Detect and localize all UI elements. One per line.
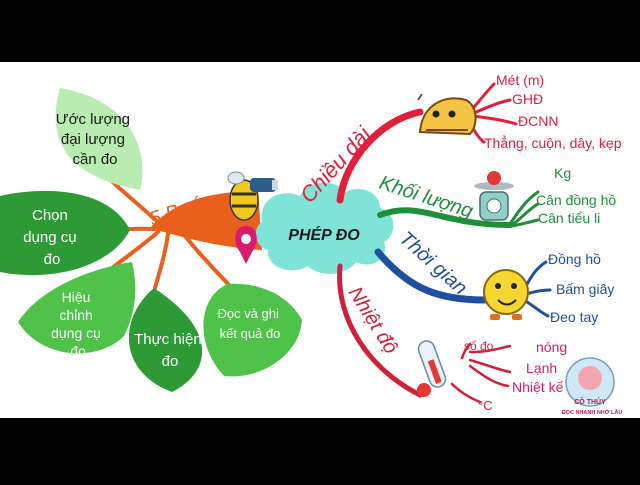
- time-item-3: Đeo tay: [550, 309, 598, 325]
- mass-item-3: Cân tiểu li: [538, 210, 600, 226]
- step-leaf-5: Đọc và ghi kết quả đo: [203, 283, 302, 377]
- temperature-item-1: số đo: [464, 339, 494, 353]
- temperature-item-5: °C: [478, 398, 493, 413]
- temperature-sub-lines: [450, 342, 512, 404]
- center-cloud: [255, 182, 394, 274]
- step-leaf-2: Chọn dụng cụ đo: [0, 190, 130, 276]
- clock-mascot-icon: [483, 269, 529, 320]
- map-pin-icon: [235, 226, 257, 264]
- step-leaf-5-text: Đọc và ghi kết quả đo: [217, 306, 282, 341]
- length-item-4: Thẳng, cuộn, dây, kẹp: [484, 134, 622, 151]
- length-item-1: Mét (m): [496, 72, 544, 88]
- center-label: PHÉP ĐO: [288, 225, 360, 244]
- length-branch-line: [336, 108, 424, 204]
- thermometer-icon: [417, 340, 447, 397]
- temperature-branch-line: [337, 263, 423, 398]
- scale-icon: [474, 171, 514, 221]
- time-branch-line: [374, 248, 489, 304]
- badge-slogan: ĐỌC NHANH NHỚ LÂU: [562, 408, 623, 416]
- mass-item-2: Cân đồng hồ: [536, 192, 616, 208]
- bee-mascot-icon: [227, 171, 278, 221]
- badge-avatar-face: [578, 366, 602, 390]
- step-leaf-1-text: Ước lượng đại lượng cần đo: [56, 111, 134, 168]
- step-leaf-1: Ước lượng đại lượng cần đo: [55, 88, 143, 190]
- temperature-item-2: nóng: [536, 339, 567, 355]
- temperature-item-4: Nhiệt kế: [512, 379, 564, 395]
- time-item-2: Bấm giây: [556, 281, 614, 297]
- mass-sub-lines: [508, 190, 540, 228]
- mass-item-1: Kg: [554, 165, 571, 181]
- branch-curves: [336, 108, 513, 398]
- step-leaf-4: Thực hiện đo: [128, 288, 206, 392]
- ruler-mascot-icon: [417, 93, 477, 136]
- length-item-3: ĐCNN: [518, 113, 558, 129]
- step-leaf-3-text: Hiệu chỉnh dụng cụ đo: [51, 289, 105, 359]
- step-leaf-3: Hiệu chỉnh dụng cụ đo: [18, 262, 136, 359]
- channel-badge: CÔ THỦY ĐỌC NHANH NHỚ LÂU: [562, 357, 623, 416]
- length-item-2: GHĐ: [512, 91, 543, 107]
- mass-branch-line: [377, 207, 513, 228]
- time-item-1: Đồng hồ: [548, 251, 601, 267]
- step-leaf-4-text: Thực hiện đo: [134, 331, 206, 370]
- temperature-item-3: Lạnh: [526, 360, 557, 376]
- step-leaf-2-text: Chọn dụng cụ đo: [23, 207, 81, 268]
- badge-name: CÔ THỦY: [574, 397, 606, 406]
